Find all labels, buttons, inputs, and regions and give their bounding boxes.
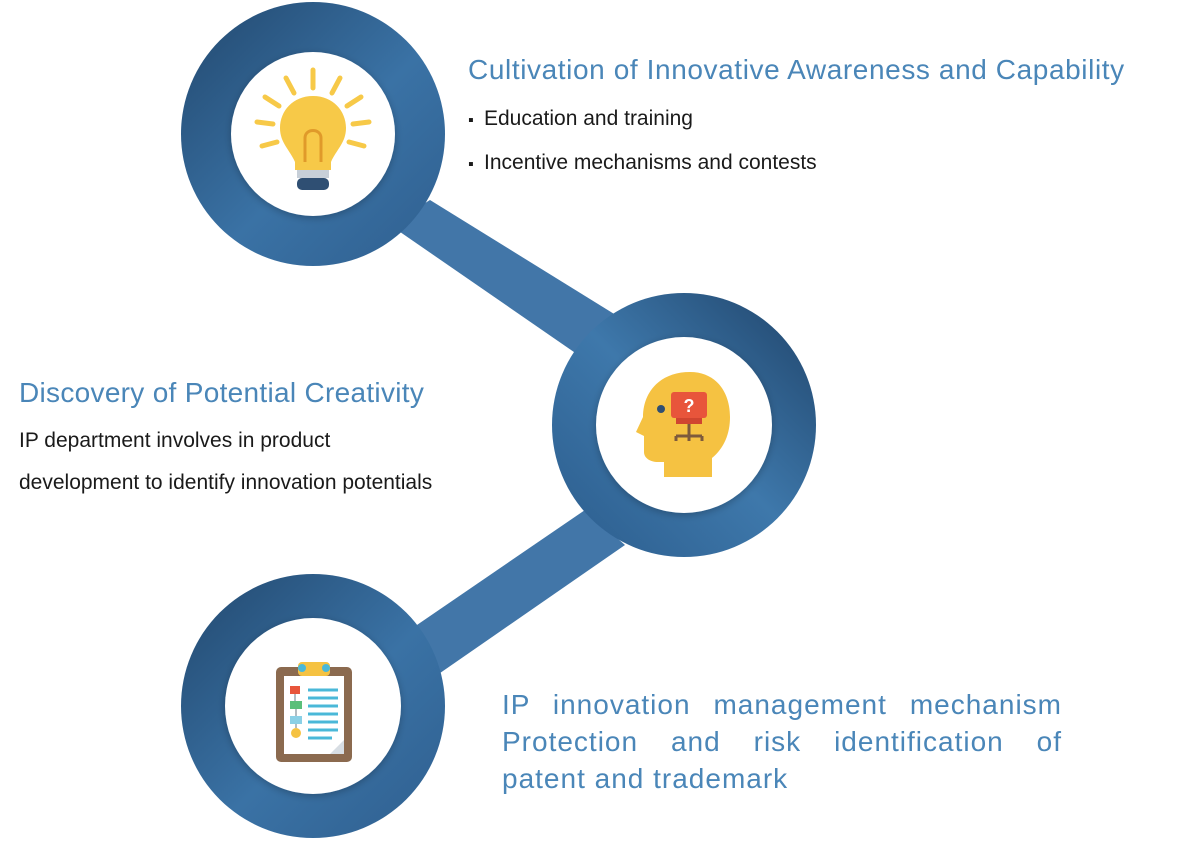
description-line: development to identify innovation poten… — [19, 471, 433, 494]
stage-1-bullets: Education and training Incentive mechani… — [468, 98, 817, 186]
title-line: patent and trademark — [502, 763, 789, 794]
stage-3-node — [181, 574, 445, 838]
title-line: Protection and risk identification of — [502, 726, 1062, 757]
svg-text:?: ? — [684, 396, 695, 416]
clipboard-flowchart-icon — [276, 662, 352, 762]
stage-2-node: ? — [552, 293, 816, 557]
connector-1-2 — [390, 200, 640, 370]
connector-2-3 — [395, 510, 625, 680]
stage-3-title: IP innovation management mechanism Prote… — [502, 686, 1062, 797]
title-line: IP innovation management mechanism — [502, 689, 1062, 720]
bullet-item: Incentive mechanisms and contests — [468, 142, 817, 186]
stage-1-node — [181, 2, 445, 266]
stage-2-description: IP department involves in product develo… — [19, 420, 519, 504]
lightbulb-icon — [254, 67, 372, 190]
head-question-icon: ? — [636, 372, 730, 477]
description-line: IP department involves in product — [19, 429, 331, 452]
stage-1-title: Cultivation of Innovative Awareness and … — [468, 54, 1125, 85]
stage-2-title: Discovery of Potential Creativity — [19, 377, 425, 408]
bullet-item: Education and training — [468, 98, 817, 142]
